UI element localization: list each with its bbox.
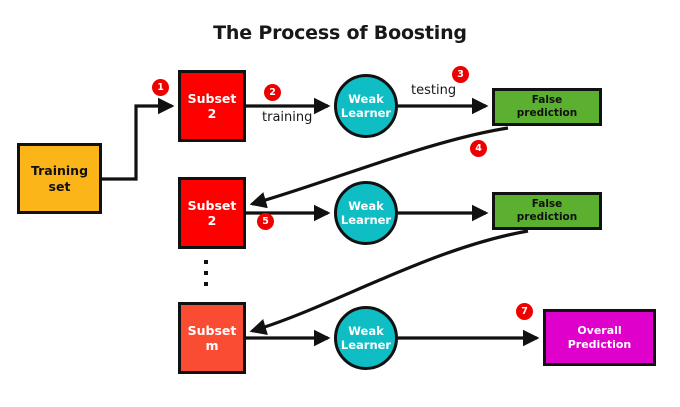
node-weak-learner-3[interactable]: Weak Learner <box>334 306 398 370</box>
step-badge-5: 5 <box>257 213 274 230</box>
step-badge-7: 7 <box>516 303 533 320</box>
node-training-set[interactable]: Training set <box>17 143 102 214</box>
node-false-prediction-1-label: False prediction <box>516 94 578 119</box>
vertical-ellipsis-icon <box>204 260 208 286</box>
node-weak-learner-2[interactable]: Weak Learner <box>334 181 398 245</box>
node-overall-prediction[interactable]: Overall Prediction <box>543 309 656 366</box>
step-badge-3: 3 <box>452 66 469 83</box>
node-subset-row-m[interactable]: Subset m <box>178 302 246 374</box>
page-title: The Process of Boosting <box>213 22 467 44</box>
edge-label-training: training <box>262 110 313 125</box>
step-badge-2: 2 <box>264 84 281 101</box>
ellipsis-dot <box>204 271 208 275</box>
node-subset-row2[interactable]: Subset 2 <box>178 177 246 249</box>
step-badge-1: 1 <box>152 79 169 96</box>
edge-label-testing: testing <box>411 83 457 98</box>
node-subset-row2-label: Subset 2 <box>187 197 237 228</box>
node-weak-learner-1[interactable]: Weak Learner <box>334 74 398 138</box>
step-badge-4: 4 <box>470 140 487 157</box>
ellipsis-dot <box>204 260 208 264</box>
node-false-prediction-2-label: False prediction <box>516 198 578 223</box>
node-weak-learner-1-label: Weak Learner <box>340 91 392 120</box>
node-overall-prediction-label: Overall Prediction <box>567 324 632 351</box>
node-subset-row1-label: Subset 2 <box>187 90 237 121</box>
node-weak-learner-2-label: Weak Learner <box>340 198 392 227</box>
node-false-prediction-2[interactable]: False prediction <box>492 192 602 230</box>
node-weak-learner-3-label: Weak Learner <box>340 323 392 352</box>
node-subset-row1[interactable]: Subset 2 <box>178 70 246 142</box>
node-training-set-label: Training set <box>30 163 89 194</box>
node-false-prediction-1[interactable]: False prediction <box>492 88 602 126</box>
ellipsis-dot <box>204 282 208 286</box>
node-subset-row-m-label: Subset m <box>187 322 237 353</box>
